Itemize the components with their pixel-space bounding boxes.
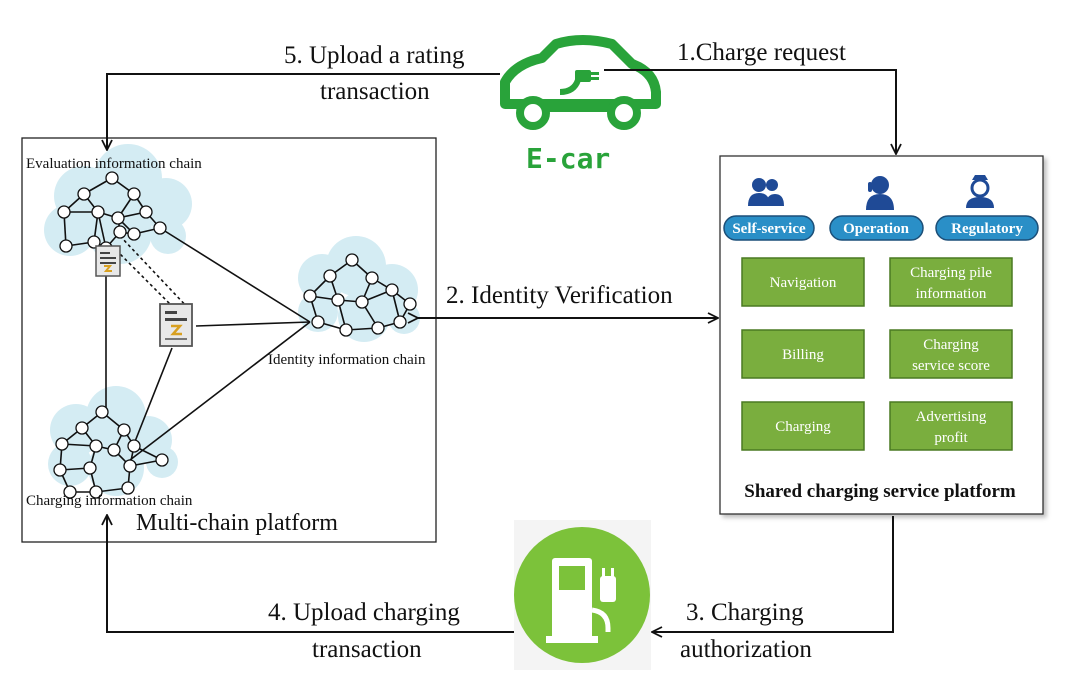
- chain-node: [339, 323, 353, 337]
- electric-car-icon: [500, 35, 661, 130]
- chain-node: [77, 187, 91, 201]
- link-evaluation-identity: [159, 227, 311, 323]
- chain-node: [311, 315, 325, 329]
- evaluation-chain-label: Evaluation information chain: [26, 156, 202, 172]
- chain-node: [107, 443, 121, 457]
- module-navigation: Navigation: [741, 257, 865, 307]
- chain-node: [57, 205, 71, 219]
- step-5-label-line2: transaction: [320, 78, 430, 105]
- users-icon: [748, 178, 784, 206]
- step-2-label: 2. Identity Verification: [446, 282, 673, 309]
- chain-node: [371, 321, 385, 335]
- chain-node: [127, 439, 141, 453]
- chain-node: [303, 289, 317, 303]
- chain-node: [59, 239, 73, 253]
- step-1-label: 1.Charge request: [677, 39, 846, 66]
- transaction-document-icon: [159, 303, 193, 347]
- regulator-icon: [966, 175, 994, 208]
- svg-text:Regulatory: Regulatory: [951, 221, 1023, 237]
- svg-text:Charging: Charging: [775, 419, 831, 435]
- svg-text:Operation: Operation: [843, 221, 909, 237]
- chain-node: [385, 283, 399, 297]
- chain-node: [89, 485, 103, 499]
- step-4-label-line2: transaction: [312, 636, 422, 663]
- svg-text:profit: profit: [934, 430, 968, 446]
- charging-chain-label: Charging information chain: [26, 493, 193, 509]
- module-charging-pile-information: Charging pile information: [889, 257, 1013, 307]
- identity-chain-network: [303, 253, 417, 337]
- svg-text:service score: service score: [912, 358, 990, 374]
- link-document-charging: [133, 347, 173, 445]
- arrow-upload-charging-transaction: [107, 515, 514, 633]
- chain-node: [87, 235, 101, 249]
- chain-node: [121, 481, 135, 495]
- transaction-document-icon: [95, 245, 121, 277]
- svg-text:Self-service: Self-service: [732, 221, 806, 237]
- step-5-label-line1: 5. Upload a rating: [284, 42, 465, 69]
- role-pill-operation: Operation: [829, 215, 924, 241]
- chain-node: [365, 271, 379, 285]
- dotted-link-lower: [119, 235, 191, 311]
- chain-node: [91, 205, 105, 219]
- shared-platform-title: Shared charging service platform: [744, 481, 1016, 502]
- chain-node: [55, 437, 69, 451]
- svg-text:Charging pile: Charging pile: [910, 265, 992, 281]
- multichain-platform-title: Multi-chain platform: [136, 510, 338, 536]
- step-4-label-line1: 4. Upload charging: [268, 599, 460, 626]
- chain-node: [331, 293, 345, 307]
- step-3-label-line2: authorization: [680, 636, 812, 663]
- link-document-identity: [195, 321, 311, 327]
- arrow-charge-request: [604, 69, 896, 154]
- chain-node: [111, 211, 125, 225]
- chain-node: [95, 405, 109, 419]
- chain-node: [113, 225, 127, 239]
- ecar-label: E-car: [526, 142, 610, 175]
- module-charging: Charging: [741, 401, 865, 451]
- module-charging-service-score: Charging service score: [889, 329, 1013, 379]
- chain-node: [403, 297, 417, 311]
- chain-node: [75, 421, 89, 435]
- chain-node: [355, 295, 369, 309]
- chain-node: [63, 485, 77, 499]
- chain-node: [393, 315, 407, 329]
- chain-node: [123, 459, 137, 473]
- module-billing: Billing: [741, 329, 865, 379]
- chain-node: [323, 269, 337, 283]
- role-pill-self-service: Self-service: [723, 215, 815, 241]
- chain-node: [127, 227, 141, 241]
- chain-node: [105, 171, 119, 185]
- dotted-link-upper: [111, 245, 173, 307]
- chain-node: [155, 453, 169, 467]
- chain-node: [89, 439, 103, 453]
- svg-text:Billing: Billing: [782, 347, 824, 363]
- arrow-charging-authorization: [652, 516, 894, 632]
- chain-node: [117, 423, 131, 437]
- role-pill-regulatory: Regulatory: [935, 215, 1039, 241]
- chain-node: [83, 461, 97, 475]
- svg-text:information: information: [916, 286, 987, 302]
- evaluation-chain-network: [57, 171, 167, 255]
- chain-node: [127, 187, 141, 201]
- svg-text:Navigation: Navigation: [770, 275, 837, 291]
- charging-chain-network: [53, 405, 169, 499]
- module-advertising-profit: Advertising profit: [889, 401, 1013, 451]
- svg-text:Advertising: Advertising: [916, 409, 987, 425]
- identity-chain-label: Identity information chain: [268, 352, 426, 368]
- svg-text:Charging: Charging: [923, 337, 979, 353]
- chain-node: [345, 253, 359, 267]
- link-identity-charging: [129, 321, 311, 461]
- chain-node: [139, 205, 153, 219]
- arrow-upload-rating-transaction: [107, 73, 500, 150]
- step-3-label-line1: 3. Charging: [686, 599, 804, 626]
- operator-icon: [866, 176, 894, 210]
- charging-station-icon: [514, 520, 651, 670]
- chain-node: [53, 463, 67, 477]
- chain-node: [153, 221, 167, 235]
